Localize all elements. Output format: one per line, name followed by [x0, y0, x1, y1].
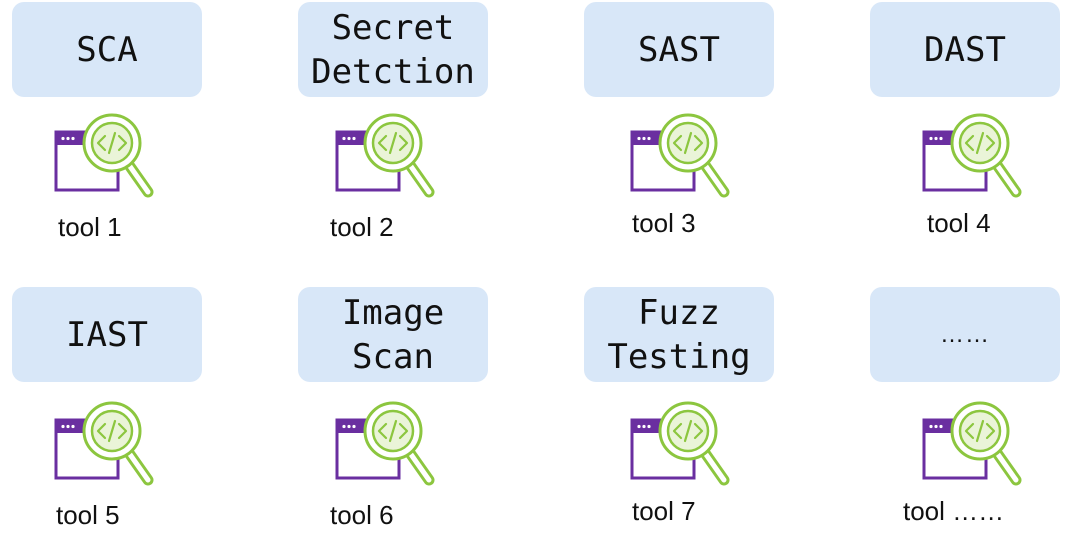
code-search-icon [920, 112, 1030, 200]
tool-label: tool 1 [58, 212, 122, 242]
category-label: SAST [638, 29, 720, 70]
code-search-icon [52, 400, 162, 488]
tool-label: tool 7 [632, 496, 696, 526]
category-label: …… [940, 320, 990, 348]
tool-label: tool 2 [330, 212, 394, 242]
tool-label: tool …… [903, 496, 1005, 526]
category-box-fuzz-testing: Fuzz Testing [584, 287, 774, 382]
code-search-icon [333, 400, 443, 488]
code-search-icon [52, 112, 162, 200]
category-box-dast: DAST [870, 2, 1060, 97]
category-label: Fuzz Testing [607, 292, 751, 377]
tool-label: tool 3 [632, 208, 696, 238]
category-label: IAST [66, 314, 148, 355]
category-box-image-scan: Image Scan [298, 287, 488, 382]
category-label: Secret Detction [311, 7, 475, 92]
code-search-icon [628, 112, 738, 200]
category-label: SCA [76, 29, 138, 70]
category-label: DAST [924, 29, 1006, 70]
tool-label: tool 6 [330, 500, 394, 530]
category-box-iast: IAST [12, 287, 202, 382]
code-search-icon [628, 400, 738, 488]
category-box-secret-detection: Secret Detction [298, 2, 488, 97]
category-label: Image Scan [341, 292, 445, 377]
category-box-sca: SCA [12, 2, 202, 97]
category-box-more: …… [870, 287, 1060, 382]
code-search-icon [333, 112, 443, 200]
code-search-icon [920, 400, 1030, 488]
tool-label: tool 5 [56, 500, 120, 530]
category-box-sast: SAST [584, 2, 774, 97]
tool-label: tool 4 [927, 208, 991, 238]
